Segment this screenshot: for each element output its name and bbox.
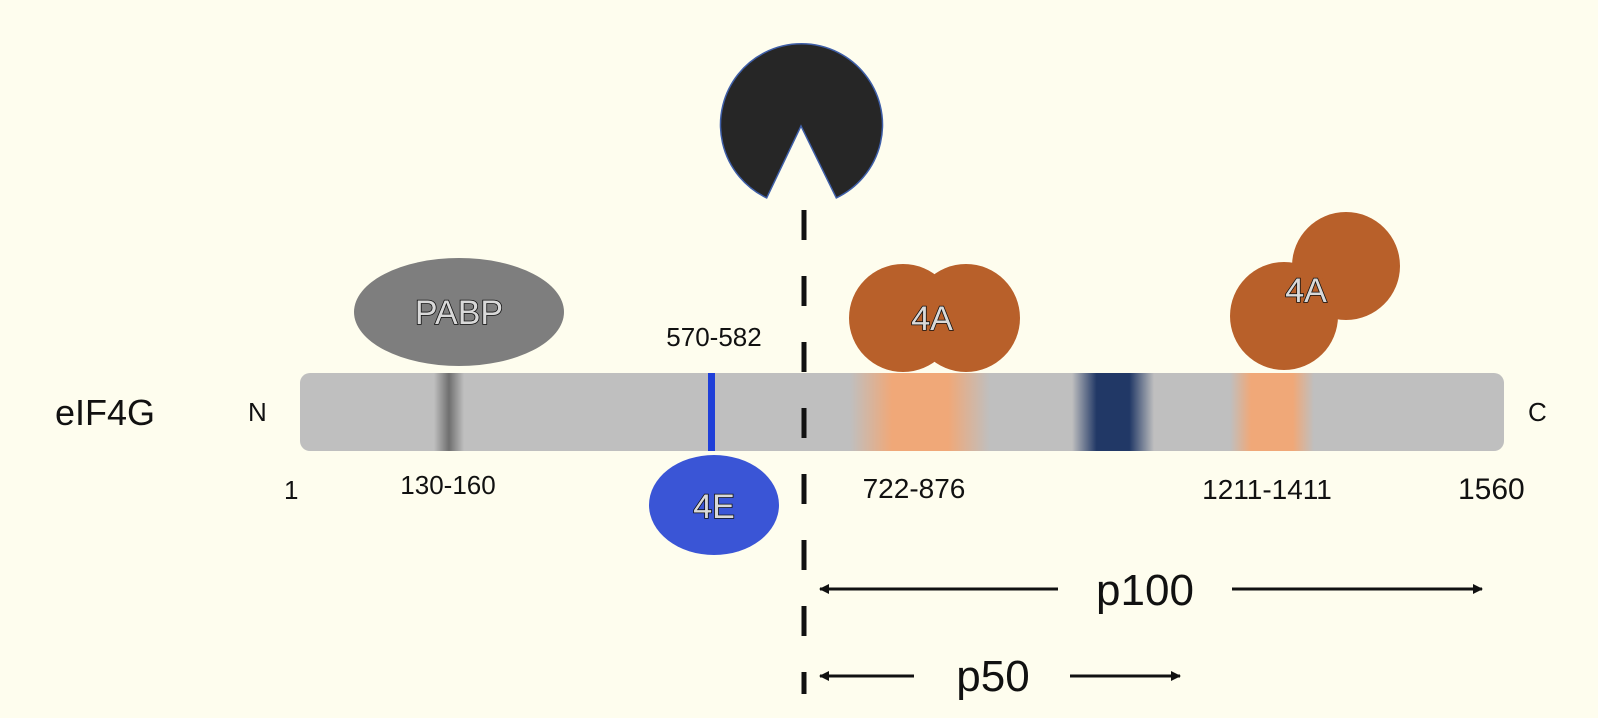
region-label-570-582: 570-582 bbox=[666, 322, 761, 352]
pabp-ellipse bbox=[354, 258, 564, 366]
eif4e-ellipse bbox=[649, 455, 779, 555]
eif4a-2-circle-lower bbox=[1230, 262, 1338, 370]
eif4a-1-label: 4A bbox=[911, 300, 953, 338]
n-terminus-label: N bbox=[248, 397, 267, 427]
protein-name: eIF4G bbox=[55, 392, 155, 433]
region-label-722-876: 722-876 bbox=[863, 473, 966, 504]
band-4a-site-1 bbox=[850, 373, 990, 451]
start-residue-label: 1 bbox=[284, 475, 298, 505]
band-4e-site bbox=[708, 373, 715, 451]
band-dark bbox=[1072, 373, 1154, 451]
band-4a-site-2 bbox=[1230, 373, 1314, 451]
end-residue-label: 1560 bbox=[1458, 473, 1525, 506]
protease-shape bbox=[719, 43, 884, 199]
eif4a-2-label: 4A bbox=[1285, 272, 1327, 310]
region-label-1211-1411: 1211-1411 bbox=[1202, 474, 1332, 505]
band-pabp-site bbox=[434, 373, 464, 451]
eif4a-1-circle-right bbox=[912, 264, 1020, 372]
p100-label: p100 bbox=[1096, 566, 1194, 615]
region-label-130-160: 130-160 bbox=[400, 470, 495, 500]
p50-label: p50 bbox=[956, 652, 1029, 701]
c-terminus-label: C bbox=[1528, 397, 1547, 427]
eif4e-label: 4E bbox=[693, 488, 735, 526]
pabp-label: PABP bbox=[415, 294, 503, 332]
